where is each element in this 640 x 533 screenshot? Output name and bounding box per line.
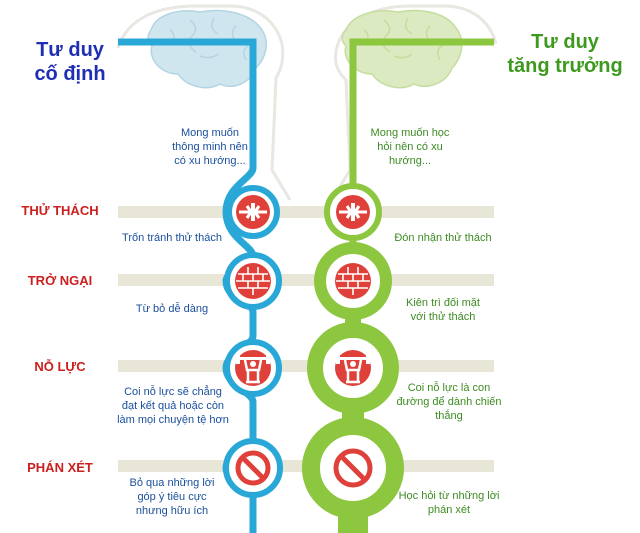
growth-head-icon [330, 4, 498, 201]
fixed-criticism-icon [235, 450, 271, 486]
fixed-head-icon [116, 4, 292, 201]
growth-response-criticism: Học hỏi từ những lời phán xét [398, 490, 500, 516]
fixed-response-criticism: Bỏ qua những lời góp ý tiêu cực nhưng hữ… [129, 477, 215, 517]
band-obstacle [118, 274, 494, 286]
growth-criticism-icon [333, 448, 373, 488]
fixed-response-obstacle: Từ bỏ dễ dàng [135, 303, 209, 315]
band-challenge [118, 206, 494, 218]
category-label-challenge: THỬ THÁCH [21, 203, 99, 218]
growth-challenge-icon [336, 195, 370, 229]
fixed-response-effort: Coi nỗ lực sẽ chẳng đạt kết quả hoặc còn… [117, 386, 229, 426]
fixed-challenge-icon [236, 195, 270, 229]
category-label-effort: NỖ LỰC [34, 359, 86, 374]
growth-response-effort: Coi nỗ lực là con đường để dành chiến th… [396, 382, 502, 422]
fixed-obstacle-icon [235, 263, 271, 299]
growth-mindset-title: Tư duy tăng trưởng [507, 31, 623, 77]
growth-effort-icon [335, 350, 371, 386]
category-label-obstacle: TRỞ NGẠI [27, 273, 93, 288]
fixed-effort-icon [235, 350, 271, 386]
growth-obstacle-icon [335, 263, 371, 299]
growth-response-challenge: Đón nhận thử thách [394, 232, 492, 244]
fixed-belief-text: Mong muốn thông minh nên có xu hướng... [172, 127, 248, 167]
category-label-criticism: PHÁN XÉT [27, 460, 93, 475]
growth-response-obstacle: Kiên trì đối mặt với thử thách [406, 297, 480, 323]
growth-belief-text: Mong muốn học hỏi nên có xu hướng... [370, 127, 450, 167]
band-effort [118, 360, 494, 372]
fixed-mindset-title: Tư duy cố định [34, 39, 106, 85]
fixed-response-challenge: Trốn tránh thử thách [122, 232, 222, 244]
